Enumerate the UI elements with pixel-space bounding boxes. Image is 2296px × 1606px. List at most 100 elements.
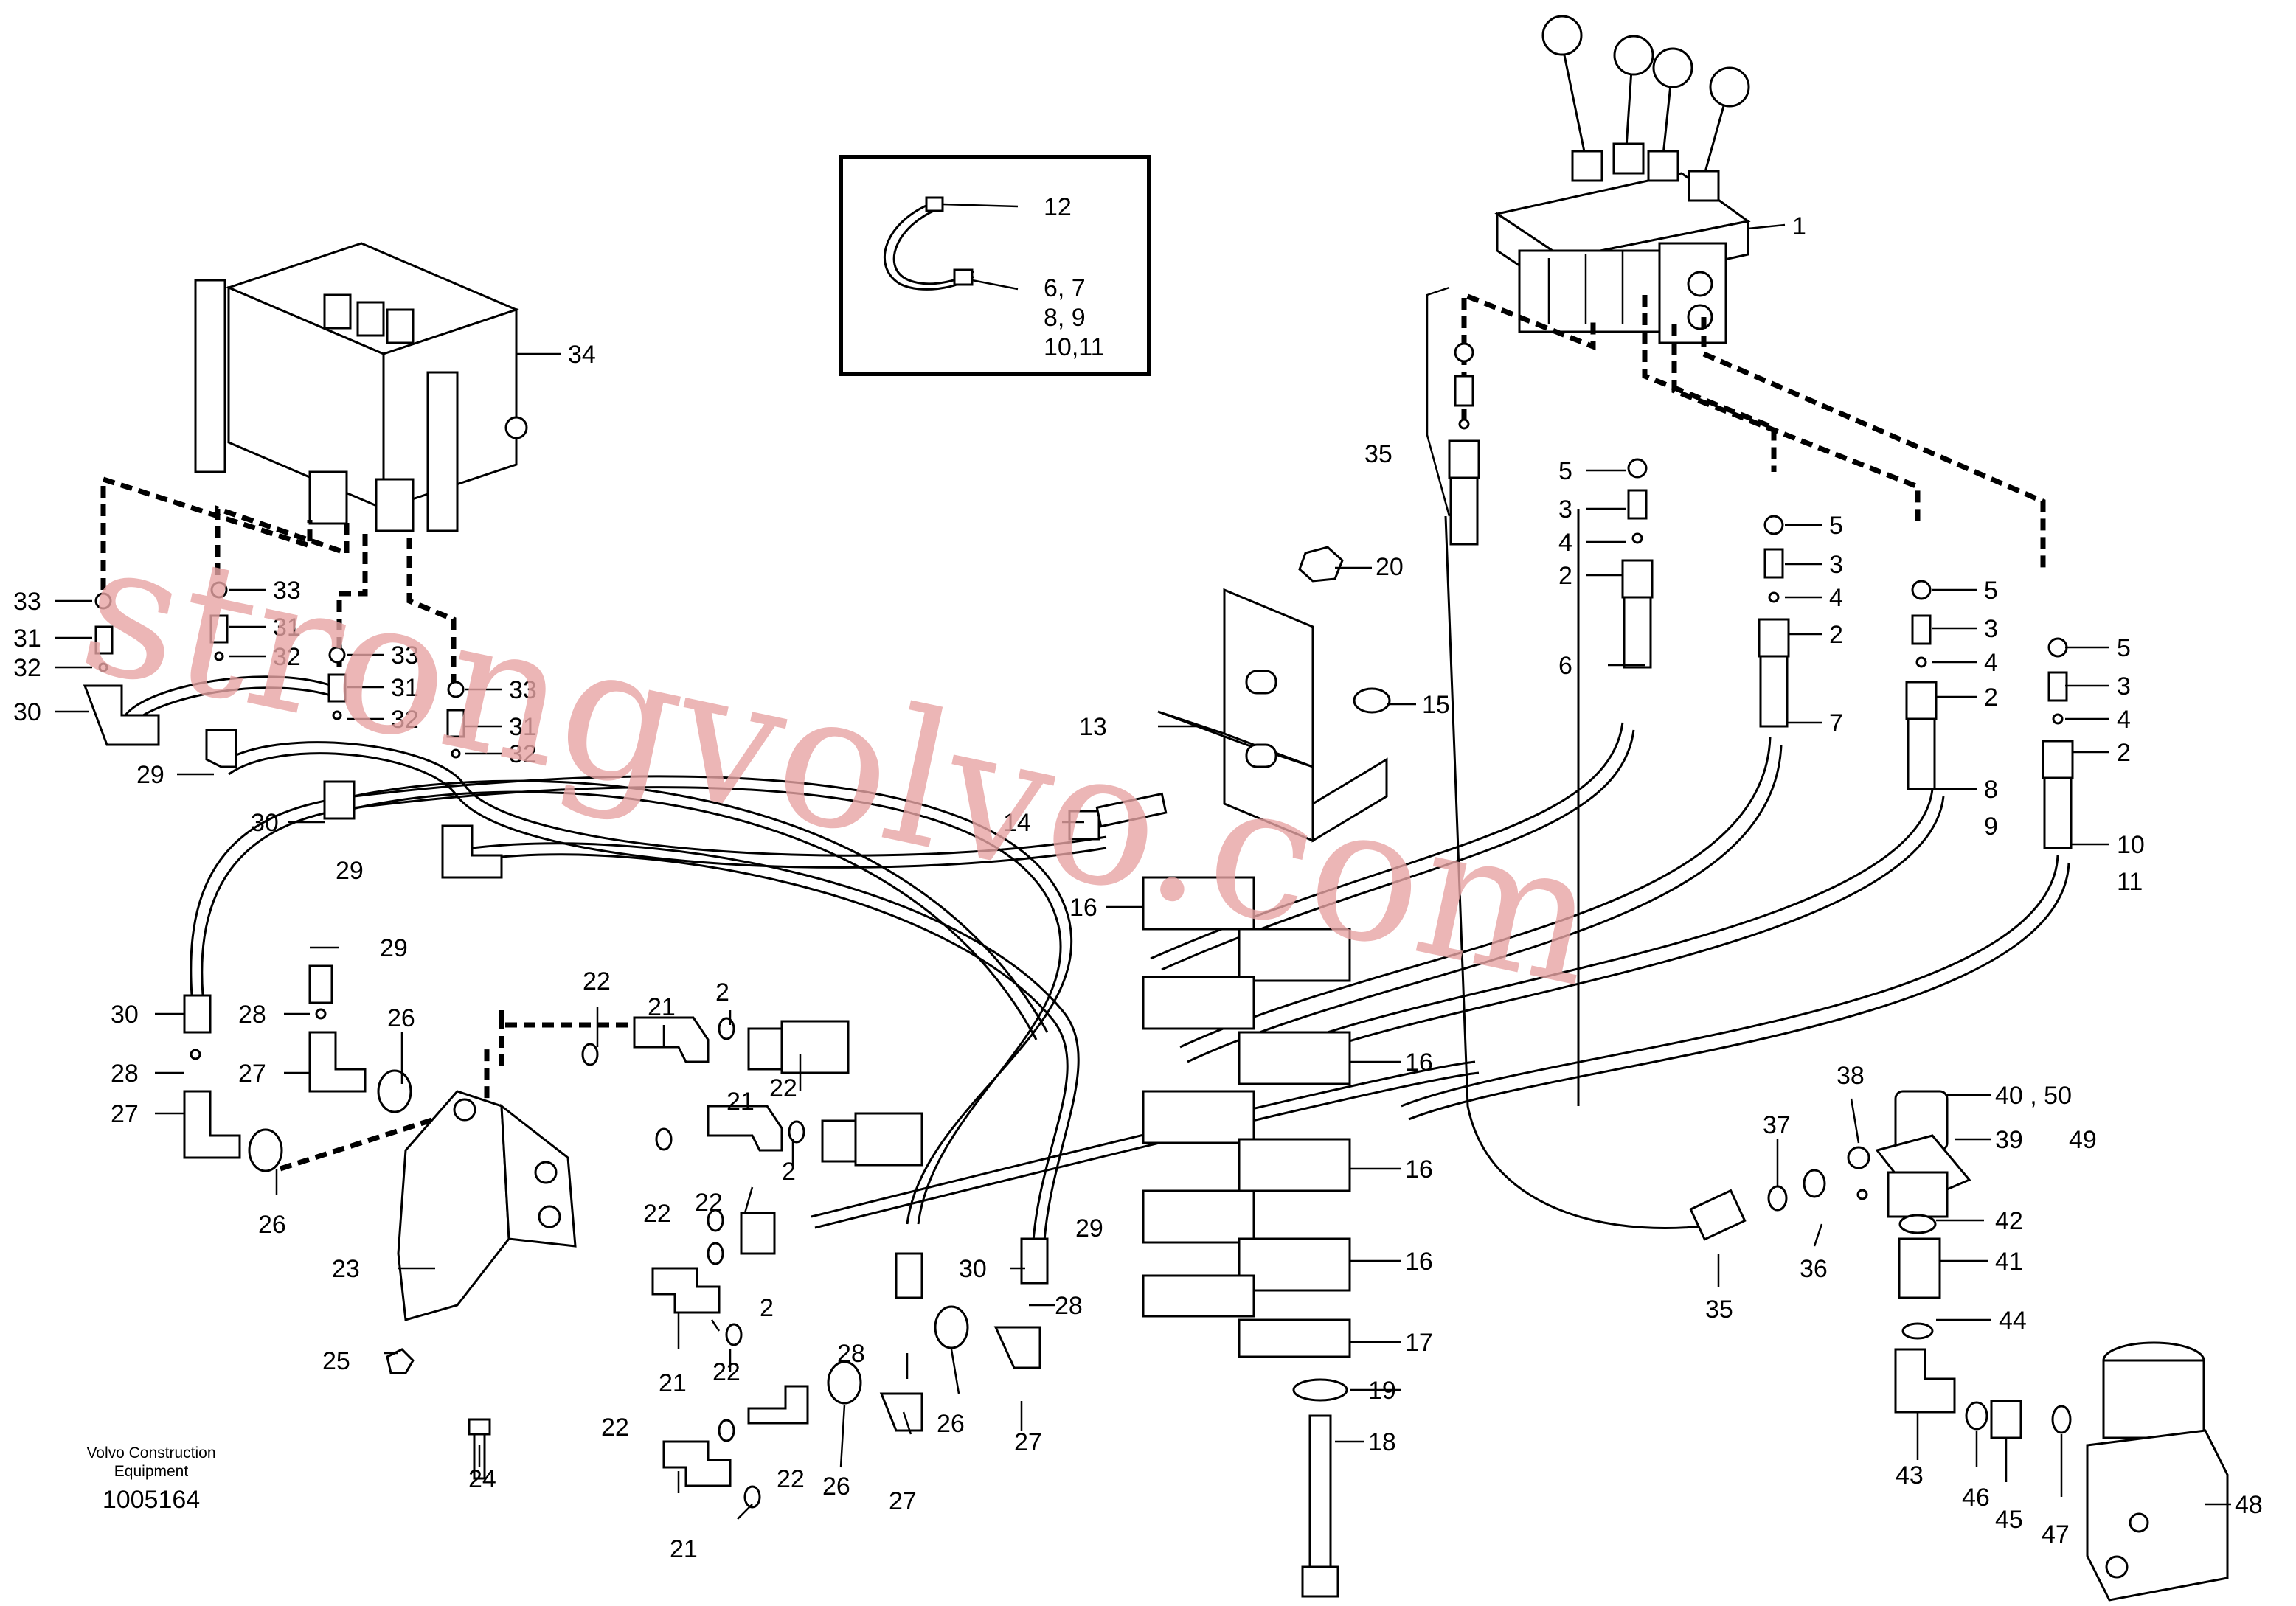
callout-32-b: 32 [273, 643, 301, 671]
callout-28-a: 28 [111, 1060, 139, 1088]
hydraulic-hoses [124, 509, 2070, 1254]
callout-v4-10: 10 [2117, 831, 2145, 859]
callout-v4-2: 2 [2117, 739, 2131, 767]
callout-35-lower: 35 [1705, 1296, 1733, 1324]
callout-13: 13 [1079, 713, 1107, 741]
callout-27-c: 27 [889, 1487, 917, 1515]
callout-18: 18 [1368, 1428, 1396, 1456]
callout-47: 47 [2042, 1520, 2070, 1548]
callout-28-b: 28 [238, 1001, 266, 1029]
callout-v3-5: 5 [1984, 577, 1998, 605]
credit-line-2: Equipment [114, 1463, 189, 1480]
callout-22-e: 22 [712, 1358, 741, 1386]
lever-1[interactable] [1541, 15, 1603, 182]
callout-v1-6: 6 [1558, 652, 1572, 680]
control-valve-assembly: 1 [1494, 15, 1806, 344]
callout-33-a: 33 [13, 588, 41, 616]
callout-41: 41 [1995, 1248, 2023, 1276]
callout-37: 37 [1763, 1111, 1791, 1139]
callout-43: 43 [1896, 1461, 1924, 1489]
callout-22-f: 22 [601, 1414, 629, 1442]
callout-31-c: 31 [391, 674, 419, 702]
callout-v1-5: 5 [1558, 457, 1572, 485]
callout-22-b: 22 [769, 1074, 797, 1102]
inset-label-6-7: 6, 7 [1044, 274, 1086, 302]
callout-15: 15 [1422, 691, 1450, 719]
bolt-14 [1068, 792, 1168, 841]
fitting-stack-3 [1905, 580, 1938, 790]
callout-30-b: 30 [251, 809, 279, 837]
callout-25: 25 [322, 1347, 350, 1375]
callout-20: 20 [1376, 553, 1404, 581]
lever-2[interactable] [1612, 35, 1654, 175]
callout-16-d: 16 [1405, 1248, 1433, 1276]
callout-39: 39 [1995, 1126, 2023, 1154]
lever-4[interactable] [1688, 66, 1750, 202]
pilot-lines-dashed [100, 291, 2046, 1172]
callout-27-a: 27 [111, 1100, 139, 1128]
callout-v3-8: 8 [1984, 776, 1998, 804]
callout-31-b: 31 [273, 613, 301, 642]
callout-v1-2: 2 [1558, 562, 1572, 590]
callout-46: 46 [1962, 1484, 1990, 1512]
fitting-stack-1 [1621, 458, 1654, 669]
washer-15 [1353, 687, 1391, 714]
callout-30-a: 30 [13, 698, 41, 726]
callout-22-d: 22 [695, 1189, 723, 1217]
fitting-column-41 [1894, 1214, 2072, 1439]
callout-21-c: 21 [659, 1369, 687, 1397]
callout-49: 49 [2069, 1126, 2097, 1154]
callout-v4-5: 5 [2117, 634, 2131, 662]
callout-v3-9: 9 [1984, 813, 1998, 841]
solenoid-valve-39 [1847, 1090, 1971, 1218]
fitting-stack-35 [1448, 342, 1480, 546]
callout-2-a: 2 [715, 978, 729, 1007]
callout-34: 34 [568, 341, 596, 369]
callout-v1-4: 4 [1558, 529, 1572, 557]
callout-v2-2: 2 [1829, 621, 1843, 649]
callout-14: 14 [1003, 809, 1031, 837]
callout-v4-4: 4 [2117, 706, 2131, 734]
callout-16-c: 16 [1405, 1155, 1433, 1183]
inset-label-8-9: 8, 9 [1044, 304, 1086, 332]
callout-26-c: 26 [937, 1410, 965, 1438]
callout-31-d: 31 [509, 713, 537, 741]
callout-42: 42 [1995, 1207, 2023, 1235]
inset-label-10-11: 10,11 [1044, 333, 1105, 361]
callout-v2-4: 4 [1829, 584, 1843, 612]
callout-21-a: 21 [648, 993, 676, 1021]
callout-27-b: 27 [238, 1060, 266, 1088]
credit-block: Volvo Construction Equipment 1005164 [86, 1445, 215, 1514]
accumulator-48 [2086, 1341, 2229, 1602]
callout-40-50: 40 , 50 [1995, 1082, 2072, 1110]
inset-label-12: 12 [1044, 193, 1072, 221]
callout-44: 44 [1999, 1307, 2027, 1335]
callout-23: 23 [332, 1255, 360, 1283]
callout-26-d: 26 [822, 1473, 850, 1501]
callout-29-c: 29 [380, 934, 408, 962]
callout-22-a: 22 [583, 967, 611, 995]
callout-33-d: 33 [509, 676, 537, 704]
callout-28-d: 28 [1055, 1292, 1083, 1320]
callout-31-a: 31 [13, 625, 41, 653]
bracket-23 [386, 1090, 577, 1480]
callout-v4-3: 3 [2117, 672, 2131, 701]
nut-20 [1298, 546, 1344, 583]
leader-lines [55, 286, 2231, 1520]
callout-v2-5: 5 [1829, 512, 1843, 540]
callout-35-upper: 35 [1364, 440, 1392, 468]
callout-38: 38 [1837, 1062, 1865, 1090]
callout-32-a: 32 [13, 654, 41, 682]
credit-line-1: Volvo Construction [86, 1445, 215, 1461]
callout-17: 17 [1405, 1329, 1433, 1357]
callout-29-b: 29 [336, 857, 364, 885]
callout-1: 1 [1792, 212, 1806, 240]
adapters-left [83, 581, 503, 1172]
callout-32-c: 32 [391, 706, 419, 734]
lever-3[interactable] [1647, 47, 1693, 182]
callout-2-b: 2 [782, 1158, 796, 1186]
callout-32-d: 32 [509, 740, 537, 768]
callout-30-d: 30 [959, 1255, 987, 1283]
callout-v1-3: 3 [1558, 496, 1572, 524]
